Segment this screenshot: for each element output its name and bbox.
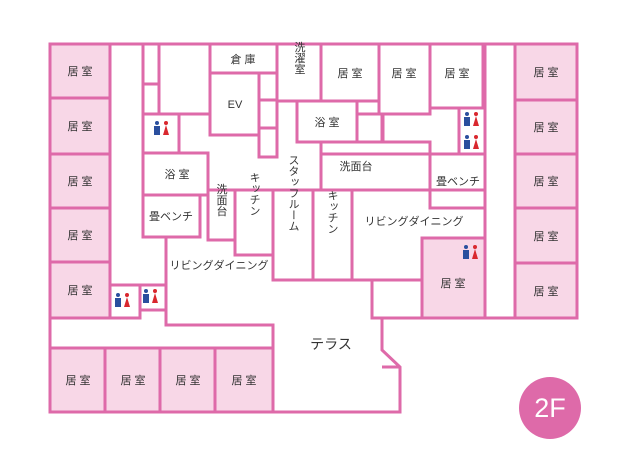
east-restroom-block	[457, 106, 487, 156]
west-tatami-bench-label: 畳ベンチ	[149, 210, 193, 223]
north-living-room-2[interactable]	[377, 42, 432, 116]
south-living-room-4-label: 居 室	[231, 373, 256, 387]
north-living-room-1-label: 居 室	[337, 66, 362, 80]
east-living-dining-label: リビングダイニング	[365, 214, 464, 228]
east-living-room-1[interactable]	[513, 42, 579, 102]
laundry-label: 洗濯室	[293, 41, 306, 74]
shaft	[141, 82, 161, 116]
storage-label: 倉 庫	[230, 52, 255, 66]
shaft	[257, 98, 279, 130]
elevator[interactable]	[208, 71, 261, 137]
staff-room-label: スタッフルーム	[287, 155, 300, 232]
floor-badge: 2F	[519, 377, 581, 439]
south-living-room-3-label: 居 室	[175, 373, 200, 387]
shaft	[257, 126, 279, 159]
north-living-room-3[interactable]	[428, 42, 485, 110]
shaft	[257, 71, 279, 102]
partition	[164, 237, 275, 348]
west-kitchen-label: キッチン	[248, 172, 260, 216]
restroom-icon	[464, 135, 479, 149]
north-living-room-2-label: 居 室	[391, 66, 416, 80]
east-living-room-3[interactable]	[513, 152, 579, 210]
south-living-room-4[interactable]	[213, 346, 275, 414]
west-living-room-5-label: 居 室	[67, 283, 92, 297]
west-bath-label: 浴 室	[164, 167, 189, 181]
west-living-room-4-label: 居 室	[67, 228, 92, 242]
elevator-label: EV	[228, 99, 243, 111]
east-living-room-2-label: 居 室	[533, 120, 558, 134]
partition	[273, 278, 374, 318]
restroom-icon	[464, 112, 479, 126]
corridor-room	[370, 278, 424, 320]
corridor-wall	[319, 140, 432, 156]
shaft	[141, 42, 161, 86]
west-living-dining-label: リビングダイニング	[170, 258, 269, 272]
east-living-room-5[interactable]	[513, 261, 579, 320]
west-restroom-1	[108, 283, 142, 320]
east-tatami-bench-label: 畳ベンチ	[436, 175, 480, 188]
west-washbasin-label: 洗面台	[215, 183, 228, 216]
restroom-icon	[143, 289, 158, 303]
east-living-room-4-label: 居 室	[533, 229, 558, 243]
center-living-room-label: 居 室	[440, 276, 465, 290]
east-bath-label: 浴 室	[314, 115, 339, 129]
east-kitchen-label: キッチン	[326, 190, 338, 234]
west-living-room-1-label: 居 室	[67, 64, 92, 78]
restroom-icon	[115, 293, 130, 307]
restroom-icon	[154, 121, 169, 135]
south-living-room-2-label: 居 室	[120, 373, 145, 387]
east-living-room-3-label: 居 室	[533, 174, 558, 188]
west-living-room-2-label: 居 室	[67, 119, 92, 133]
center-restroom	[141, 112, 181, 155]
east-living-room-4[interactable]	[513, 206, 579, 265]
west-living-room-3-label: 居 室	[67, 174, 92, 188]
terrace-label: テラス	[310, 336, 352, 352]
restroom-icon	[463, 245, 478, 259]
east-living-room-1-label: 居 室	[533, 65, 558, 79]
east-washbasin-label: 洗面台	[340, 159, 373, 173]
north-living-room-3-label: 居 室	[444, 66, 469, 80]
east-living-room-2[interactable]	[513, 98, 579, 156]
south-living-room-1-label: 居 室	[65, 373, 90, 387]
partition	[157, 44, 210, 116]
staff-room[interactable]	[271, 188, 315, 282]
shaft	[355, 112, 385, 144]
east-living-room-5-label: 居 室	[533, 284, 558, 298]
